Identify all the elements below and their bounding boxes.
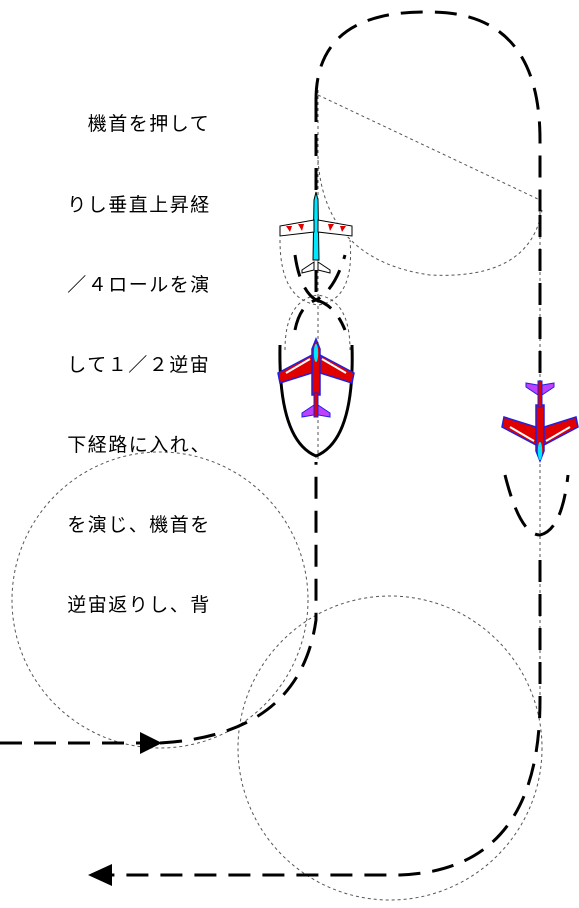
path-main xyxy=(159,462,318,745)
airplane-icon xyxy=(279,191,353,274)
description-line-1: 機首を押して xyxy=(67,113,211,136)
guide-small-loop-2 xyxy=(284,294,351,351)
path-small-loop-upper xyxy=(293,254,347,302)
guide-top-loop xyxy=(317,159,543,276)
arrowhead-right-icon xyxy=(140,732,162,754)
solid-loop-center xyxy=(278,344,354,458)
guide-small-loop xyxy=(279,239,352,306)
description-line-6: を演じ、機首を xyxy=(67,513,211,536)
maneuver-description: 機首を押して りし垂直上昇経 ／４ロールを演 して１／２逆宙 下経路に入れ、 を… xyxy=(67,58,211,645)
description-line-4: して１／２逆宙 xyxy=(67,353,211,376)
path-right-loop xyxy=(503,474,570,537)
description-line-3: ／４ロールを演 xyxy=(67,273,211,296)
path-top-loop xyxy=(314,10,542,215)
description-line-2: りし垂直上昇経 xyxy=(67,193,211,216)
guide-circle-bottom xyxy=(237,595,543,901)
guide-diagonal xyxy=(317,94,541,201)
path-small-loop-lower xyxy=(293,298,347,331)
arrowhead-left-icon xyxy=(88,864,112,886)
guide-lines xyxy=(11,90,543,901)
airplane-icon xyxy=(277,336,355,418)
airplane-icon xyxy=(501,380,579,464)
guide-circle-left xyxy=(11,451,309,749)
path-right-down-2 xyxy=(110,560,542,877)
description-line-5: 下経路に入れ、 xyxy=(67,433,211,456)
description-line-7: 逆宙返りし、背 xyxy=(67,594,211,617)
flight-path xyxy=(0,10,570,877)
